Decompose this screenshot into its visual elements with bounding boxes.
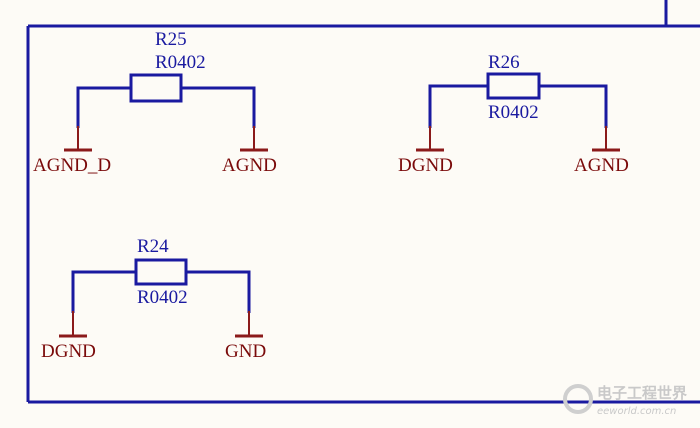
r26-left-wire bbox=[428, 84, 488, 128]
r25-value-label: R0402 bbox=[155, 52, 206, 73]
r24-left-wire bbox=[71, 270, 136, 313]
resistor-r24-circuit: R24 R0402 DGND GND bbox=[41, 236, 266, 362]
r25-resistor-body[interactable] bbox=[129, 73, 183, 103]
r24-left-net-label: DGND bbox=[41, 341, 96, 362]
resistor-r26-circuit: R26 R0402 DGND AGND bbox=[398, 52, 629, 176]
r24-right-net-label: GND bbox=[225, 341, 266, 362]
r24-ref-label: R24 bbox=[137, 236, 169, 257]
resistor-r25-circuit: R25 R0402 AGND_D AGND bbox=[33, 29, 277, 176]
r26-resistor-body[interactable] bbox=[486, 72, 541, 100]
r26-left-net-label: DGND bbox=[398, 155, 453, 176]
r24-right-wire bbox=[186, 270, 251, 313]
watermark-chinese-text: 电子工程世界 bbox=[597, 384, 687, 402]
sheet-border bbox=[26, 0, 700, 404]
r26-value-label: R0402 bbox=[488, 102, 539, 123]
watermark: 电子工程世界 eeworld.com.cn bbox=[563, 384, 687, 417]
r24-value-label: R0402 bbox=[137, 287, 188, 308]
r26-ref-label: R26 bbox=[488, 52, 520, 73]
r25-ref-label: R25 bbox=[155, 29, 187, 50]
r24-resistor-body[interactable] bbox=[134, 258, 188, 286]
r25-left-wire bbox=[76, 86, 131, 128]
r25-right-wire bbox=[181, 86, 256, 128]
r26-right-wire bbox=[539, 84, 608, 128]
r25-right-net-label: AGND bbox=[222, 155, 277, 176]
r25-left-net-label: AGND_D bbox=[33, 155, 111, 176]
watermark-logo-icon bbox=[563, 384, 593, 414]
r26-right-net-label: AGND bbox=[574, 155, 629, 176]
watermark-english-text: eeworld.com.cn bbox=[597, 406, 676, 417]
